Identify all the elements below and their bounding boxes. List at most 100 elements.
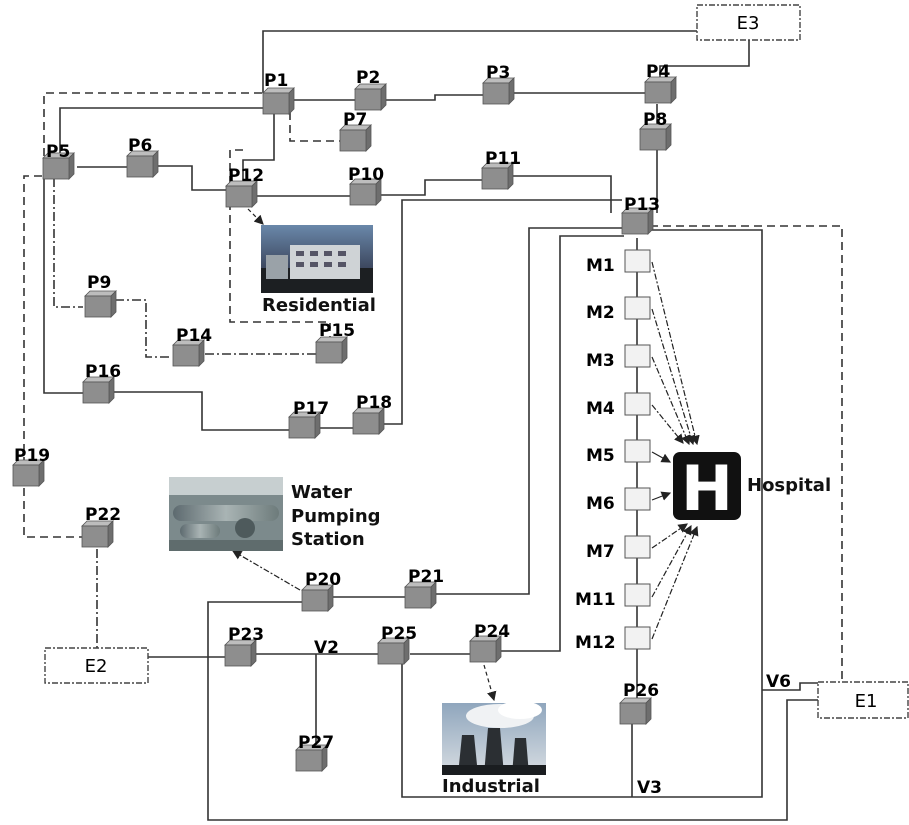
node-p24-box bbox=[469, 640, 497, 663]
meter-m3-label: M3 bbox=[586, 351, 615, 371]
node-p25-box bbox=[377, 642, 405, 665]
node-p4-side bbox=[670, 76, 677, 104]
node-p26: P26 bbox=[619, 681, 659, 725]
industrial-destination: Industrial bbox=[442, 701, 546, 797]
node-p4-box bbox=[644, 81, 672, 104]
meter-m5-label: M5 bbox=[586, 446, 615, 466]
node-p15-box bbox=[315, 341, 343, 364]
pipe-p6-p12 bbox=[157, 165, 226, 191]
node-p16: P16 bbox=[82, 362, 121, 404]
node-p12-label: P12 bbox=[228, 166, 264, 186]
source-e1-label: E1 bbox=[855, 691, 878, 712]
meter-m4: M4 bbox=[586, 392, 651, 419]
pipe-p2-p3 bbox=[380, 94, 483, 101]
node-p27-box bbox=[295, 749, 323, 772]
pipe-p5-p9-dashdot bbox=[53, 178, 83, 308]
meter-m11: M11 bbox=[575, 583, 651, 610]
hospital-label: Hospital bbox=[747, 475, 831, 496]
pipe-e3-p4 bbox=[659, 40, 750, 82]
solid-pipes bbox=[43, 30, 818, 821]
node-p14: P14 bbox=[172, 326, 212, 367]
arrow-m3-hospital bbox=[651, 356, 691, 446]
hospital-destination: H Hospital bbox=[673, 452, 831, 525]
water-sources: E3 E2 E1 bbox=[44, 4, 909, 719]
meter-m7-box bbox=[624, 535, 651, 559]
pipe-network bbox=[23, 30, 843, 821]
residential-image bbox=[261, 225, 373, 293]
node-p20: P20 bbox=[301, 570, 341, 612]
node-p13-label: P13 bbox=[624, 195, 660, 215]
node-p27: P27 bbox=[295, 733, 334, 772]
meter-m12-box bbox=[624, 626, 651, 650]
node-p7-box bbox=[339, 129, 367, 152]
node-p24-label: P24 bbox=[474, 622, 510, 642]
node-p9-side bbox=[110, 290, 117, 318]
hospital-icon bbox=[673, 452, 741, 520]
source-e3-label: E3 bbox=[737, 13, 760, 34]
node-p10-label: P10 bbox=[348, 165, 384, 185]
source-e1-box bbox=[817, 681, 909, 719]
node-p19-box bbox=[12, 464, 40, 487]
pipe-e3-p1 bbox=[262, 30, 697, 93]
node-p2: P2 bbox=[354, 68, 387, 111]
node-p18: P18 bbox=[352, 393, 392, 435]
node-p12-box bbox=[225, 185, 253, 208]
meter-m5: M5 bbox=[586, 439, 651, 466]
node-p3-label: P3 bbox=[486, 63, 510, 83]
pipe-p11-p13 bbox=[512, 175, 612, 213]
meter-m12-label: M12 bbox=[575, 633, 616, 653]
node-p6-side bbox=[152, 150, 159, 178]
node-p2-box bbox=[354, 88, 382, 111]
source-e3: E3 bbox=[696, 4, 801, 41]
node-p26-label: P26 bbox=[623, 681, 659, 701]
valve-labels: V2 V3 V6 bbox=[314, 638, 791, 798]
residential-label: Residential bbox=[262, 295, 376, 316]
pumping-station-image bbox=[169, 477, 283, 551]
node-p26-side bbox=[645, 697, 652, 725]
node-p21-box bbox=[404, 586, 432, 609]
node-p27-label: P27 bbox=[298, 733, 334, 753]
valve-v3-label: V3 bbox=[637, 778, 662, 798]
node-p21-label: P21 bbox=[408, 567, 444, 587]
node-p3-box bbox=[482, 82, 510, 105]
node-p10: P10 bbox=[348, 165, 384, 206]
meter-m4-label: M4 bbox=[586, 399, 615, 419]
node-p3: P3 bbox=[482, 63, 515, 105]
node-p1-side bbox=[288, 87, 295, 115]
node-p20-box bbox=[301, 589, 329, 612]
pipe-p19-p22-dashed bbox=[23, 488, 82, 538]
arrow-m2-hospital bbox=[651, 308, 696, 446]
meter-m5-box bbox=[624, 439, 651, 463]
meter-m7-label: M7 bbox=[586, 542, 615, 562]
node-p17-box bbox=[288, 416, 316, 439]
node-p2-side bbox=[380, 83, 387, 111]
node-p22: P22 bbox=[81, 505, 121, 548]
arrow-p20-pumping bbox=[231, 550, 301, 591]
pumping-label-line1: Water bbox=[291, 482, 352, 503]
delivery-arrows bbox=[231, 208, 700, 702]
industrial-image bbox=[442, 701, 546, 775]
node-p9-label: P9 bbox=[87, 273, 111, 293]
node-p19-label: P19 bbox=[14, 446, 50, 466]
node-p19: P19 bbox=[12, 446, 50, 487]
arrow-m12-hospital bbox=[651, 525, 699, 640]
node-p10-box bbox=[349, 183, 377, 206]
meter-m2-box bbox=[624, 296, 651, 320]
node-p1-label: P1 bbox=[264, 71, 288, 91]
meter-m11-box bbox=[624, 583, 651, 607]
pipe-p5-p19-dashed bbox=[23, 175, 42, 465]
arrow-m11-hospital bbox=[651, 524, 692, 598]
node-p9-box bbox=[84, 295, 112, 318]
node-p6-label: P6 bbox=[128, 136, 152, 156]
source-e3-box bbox=[696, 4, 801, 41]
meter-m4-box bbox=[624, 392, 651, 416]
node-p21: P21 bbox=[404, 567, 444, 609]
node-p16-box bbox=[82, 381, 110, 404]
node-p23: P23 bbox=[224, 625, 264, 667]
node-p18-box bbox=[352, 412, 380, 435]
node-p15: P15 bbox=[315, 321, 355, 364]
node-p5-label: P5 bbox=[46, 142, 70, 162]
pipe-p9-p14-dashdot bbox=[115, 299, 172, 358]
